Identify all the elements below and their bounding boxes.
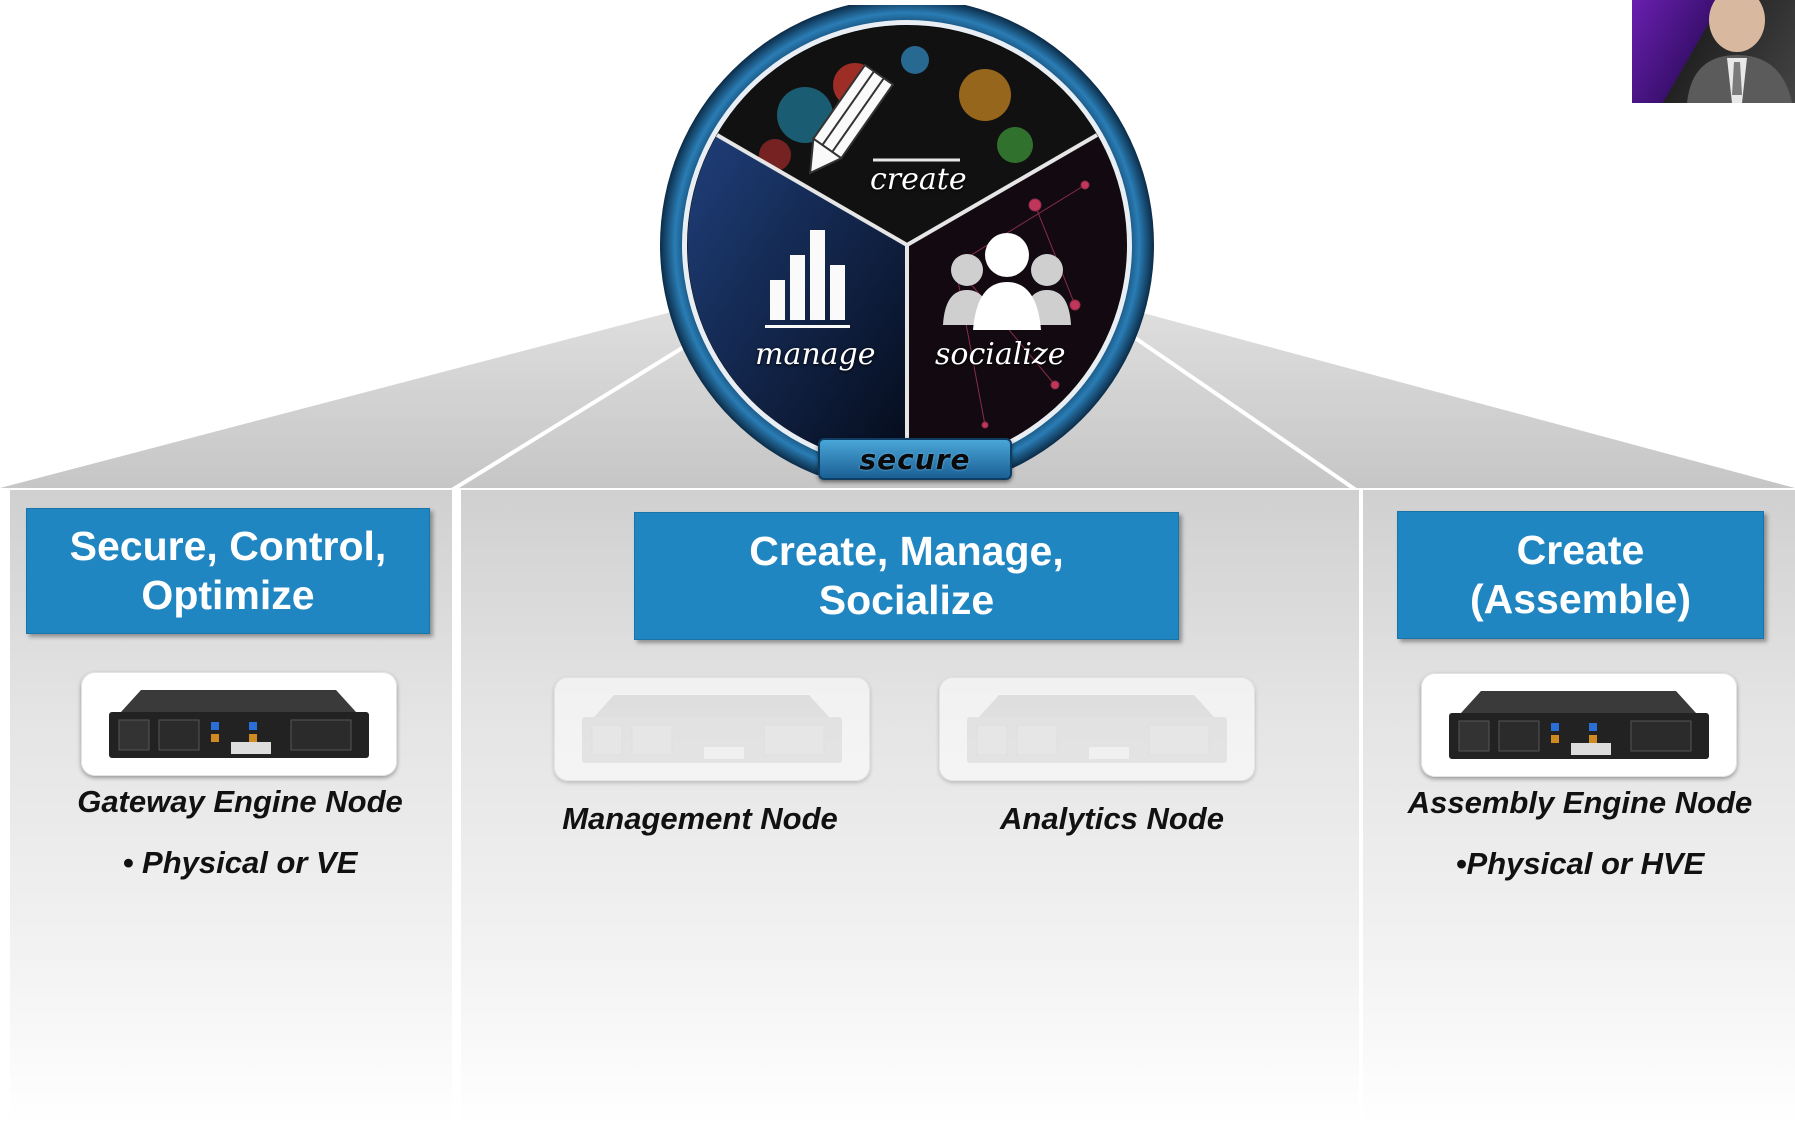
header-line-2: (Assemble): [1469, 576, 1691, 622]
server-appliance-icon: [109, 690, 369, 758]
header-line-1: Create, Manage,: [749, 528, 1064, 574]
header-create-assemble: Create(Assemble): [1397, 511, 1764, 639]
header-create-manage-socialize: Create, Manage,Socialize: [634, 512, 1179, 640]
gateway-node-bullet: • Physical or VE: [122, 845, 358, 880]
person-photo-icon: [1687, 0, 1792, 103]
header-line-1: Create: [1516, 527, 1645, 573]
header-line-2: Optimize: [141, 572, 315, 618]
pencil-icon: [808, 63, 895, 175]
management-node-card: [554, 677, 870, 781]
server-appliance-icon: [582, 695, 842, 763]
secure-badge-label: secure: [859, 442, 971, 476]
header-secure-control-optimize: Secure, Control,Optimize: [26, 508, 430, 634]
header-line-2: Socialize: [818, 577, 995, 623]
hub-label-manage: manage: [755, 337, 876, 372]
hub-circle: [660, 5, 1154, 475]
secure-badge: secure: [818, 438, 1012, 480]
hub-label-create: create: [870, 162, 967, 197]
analytics-node-label: Analytics Node: [1000, 801, 1224, 836]
header-line-1: Secure, Control,: [69, 523, 387, 569]
analytics-node-card: [939, 677, 1255, 781]
hub-label-socialize: socialize: [935, 337, 1066, 372]
assembly-node-card: [1421, 673, 1737, 777]
gateway-node-card: [81, 672, 397, 776]
bar-chart-icon: [765, 230, 850, 328]
gateway-node-label: Gateway Engine Node: [77, 784, 403, 819]
assembly-node-bullet: •Physical or HVE: [1455, 846, 1705, 881]
server-appliance-icon: [967, 695, 1227, 763]
avatar: [1632, 0, 1795, 103]
assembly-node-label: Assembly Engine Node: [1407, 785, 1753, 820]
server-appliance-icon: [1449, 691, 1709, 759]
people-icon: [943, 233, 1071, 330]
management-node-label: Management Node: [562, 801, 838, 836]
